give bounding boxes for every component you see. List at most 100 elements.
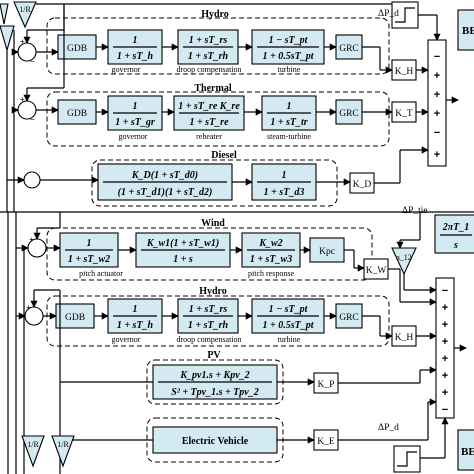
svg-text:governor: governor (112, 335, 141, 344)
svg-text:1/R: 1/R (57, 440, 69, 449)
svg-text:GRC: GRC (339, 44, 359, 54)
svg-text:1: 1 (133, 101, 138, 112)
svg-text:reheater: reheater (196, 132, 222, 141)
svg-text:K_W: K_W (366, 266, 387, 276)
svg-text:+: + (20, 95, 25, 104)
svg-text:1 − sT_pt: 1 − sT_pt (269, 35, 309, 46)
svg-text:turbine: turbine (278, 65, 301, 74)
svg-text:GDB: GDB (65, 313, 85, 323)
svg-text:BE: BE (462, 25, 474, 37)
svg-text:1 + sT_h: 1 + sT_h (117, 51, 154, 62)
svg-text:+: + (442, 319, 448, 331)
svg-text:−: − (30, 115, 35, 124)
svg-text:−: − (442, 404, 448, 416)
svg-text:1 + 0.5sT_pt: 1 + 0.5sT_pt (263, 320, 315, 331)
svg-text:+: + (20, 37, 25, 46)
svg-text:K_D: K_D (353, 180, 372, 190)
svg-text:K_D(1 + sT_d0): K_D(1 + sT_d0) (131, 170, 198, 181)
svg-text:GDB: GDB (67, 44, 87, 54)
droop-gain-area2-b: 1/R (51, 435, 75, 468)
sum-junction-diesel1 (23, 171, 41, 189)
ev-block (152, 426, 278, 454)
svg-text:turbine: turbine (278, 335, 301, 344)
svg-text:1 + sT_tr: 1 + sT_tr (270, 117, 307, 128)
svg-text:+: + (29, 235, 34, 244)
svg-text:Diesel: Diesel (211, 150, 237, 161)
kpc-block (309, 237, 345, 263)
svg-text:s: s (453, 240, 458, 251)
svg-text:1 − sT_pt: 1 − sT_pt (269, 304, 309, 315)
svg-text:pitch response: pitch response (248, 269, 294, 278)
hydro-group-area1 (46, 17, 390, 75)
svg-text:+: + (434, 70, 440, 82)
svg-text:+: + (26, 303, 31, 312)
svg-text:K_H: K_H (395, 333, 414, 343)
a12-gain: a_12 (391, 247, 417, 276)
svg-text:K_pv1.s + Kpv_2: K_pv1.s + Kpv_2 (179, 370, 249, 381)
svg-text:Wind: Wind (201, 218, 225, 229)
svg-text:GRC: GRC (339, 109, 359, 119)
hydro-group-area2 (46, 295, 390, 347)
svg-text:ΔP_tie: ΔP_tie (402, 206, 428, 216)
svg-text:droop compensation: droop compensation (176, 65, 241, 74)
droop-gain-area1: 1/R (13, 1, 37, 29)
svg-text:1: 1 (87, 238, 92, 249)
svg-text:K_T: K_T (395, 109, 413, 119)
svg-text:+: + (442, 336, 448, 348)
svg-text:droop compensation: droop compensation (176, 335, 241, 344)
disturbance-step-area2 (393, 445, 421, 473)
svg-text:GDB: GDB (67, 109, 87, 119)
svg-text:1 + sT_h: 1 + sT_h (117, 320, 154, 331)
svg-text:1 + s: 1 + s (173, 254, 193, 265)
svg-text:ΔP_d: ΔP_d (378, 423, 399, 433)
svg-text:−: − (442, 285, 448, 297)
svg-text:PV: PV (207, 350, 221, 361)
be-block-area2 (457, 429, 474, 471)
svg-text:a_12: a_12 (396, 253, 412, 262)
svg-text:1 + sT_rs: 1 + sT_rs (189, 35, 228, 46)
wind-group-area2 (46, 227, 373, 281)
hydro-title: Hydro (201, 9, 229, 20)
gdb-block-thermal1 (57, 99, 97, 125)
svg-text:S² + Tpv_1.s + Tpv_2: S² + Tpv_1.s + Tpv_2 (171, 387, 258, 398)
svg-text:+: + (434, 149, 440, 161)
disturbance-step-area1 (391, 1, 419, 29)
svg-text:K_P: K_P (318, 380, 335, 390)
svg-text:1 + 0.5sT_pt: 1 + 0.5sT_pt (263, 51, 315, 62)
svg-text:+: + (434, 89, 440, 101)
svg-text:GRC: GRC (339, 313, 359, 323)
svg-text:1 + sT_rh: 1 + sT_rh (188, 51, 229, 62)
svg-text:−: − (434, 127, 440, 139)
svg-text:+: + (442, 370, 448, 382)
svg-text:governor: governor (112, 65, 141, 74)
svg-text:1/R: 1/R (27, 440, 39, 449)
svg-text:governor: governor (119, 132, 148, 141)
svg-text:Thermal: Thermal (194, 83, 231, 94)
svg-text:Kpc: Kpc (319, 247, 335, 257)
be-block-area1 (457, 9, 474, 51)
svg-text:+: + (442, 387, 448, 399)
svg-text:1: 1 (282, 170, 287, 181)
svg-text:1 + sT_d3: 1 + sT_d3 (264, 187, 305, 198)
droop-gain-area1-c (0, 3, 9, 25)
svg-text:K_E: K_E (317, 437, 335, 447)
droop-gain-label: 1/R (19, 5, 31, 14)
svg-text:1 + sT_w3: 1 + sT_w3 (250, 254, 292, 265)
svg-text:Electric Vehicle: Electric Vehicle (182, 436, 249, 447)
svg-text:−: − (30, 57, 35, 66)
svg-text:1 + sT_gr: 1 + sT_gr (115, 117, 155, 128)
svg-text:BE: BE (461, 446, 474, 458)
svg-text:1 + sT_w2: 1 + sT_w2 (68, 254, 110, 265)
svg-text:+: + (434, 108, 440, 120)
svg-text:K_w1(1 + sT_w1): K_w1(1 + sT_w1) (146, 238, 219, 249)
svg-text:Hydro: Hydro (199, 286, 227, 297)
svg-text:+: + (442, 353, 448, 365)
svg-text:1: 1 (133, 35, 138, 46)
svg-text:K_H: K_H (395, 67, 414, 77)
grc-block-hydro2 (335, 303, 363, 329)
svg-text:2πT_1: 2πT_1 (442, 222, 470, 233)
svg-text:1 + sT_rs: 1 + sT_rs (189, 304, 228, 315)
svg-text:−: − (434, 51, 440, 63)
svg-text:1 + sT_re K_re: 1 + sT_re K_re (178, 101, 240, 112)
